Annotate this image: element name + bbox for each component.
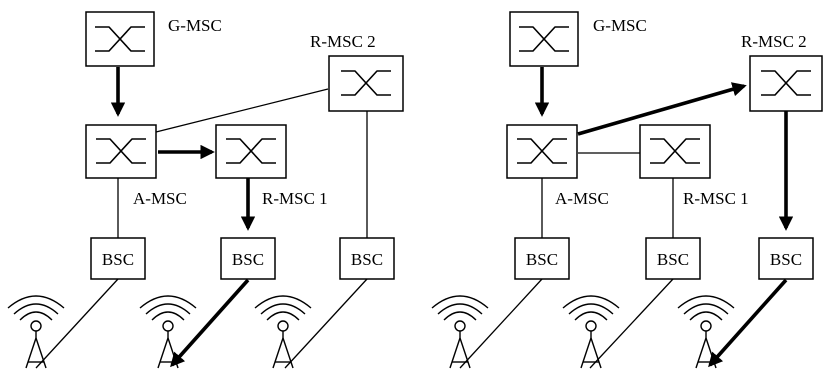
antenna-icon — [431, 295, 489, 369]
link-amsc-rmsc2 — [151, 88, 329, 134]
bsc-label: BSC — [770, 250, 802, 269]
r-msc-2-label: R-MSC 2 — [741, 32, 807, 51]
link-bsc3-cell — [708, 278, 788, 368]
panel-left: G-MSC R-MSC 2 A-MSC R-MSC 1 BSC BSC BSC — [7, 11, 404, 369]
panel-right: G-MSC R-MSC 2 A-MSC R-MSC 1 BSC BSC BSC — [431, 11, 823, 369]
bsc-node: BSC — [758, 237, 814, 280]
link-bsc3-cell — [284, 278, 368, 369]
antenna-icon — [139, 295, 197, 369]
r-msc-1-label: R-MSC 1 — [262, 189, 328, 208]
bsc-node: BSC — [339, 237, 395, 280]
r-msc-2-node — [328, 55, 404, 112]
link-bsc1-cell — [459, 278, 543, 369]
link-amsc-rmsc2 — [577, 82, 747, 136]
r-msc-1-label: R-MSC 1 — [683, 189, 749, 208]
r-msc-1-node — [639, 124, 711, 179]
link-bsc1-cell — [35, 278, 119, 369]
bsc-node: BSC — [220, 237, 276, 280]
r-msc-2-node — [749, 55, 823, 112]
a-msc-label: A-MSC — [133, 189, 187, 208]
link-bsc2-cell — [589, 278, 674, 369]
antenna-icon — [254, 295, 312, 369]
r-msc-1-node — [215, 124, 287, 179]
bsc-label: BSC — [102, 250, 134, 269]
bsc-label: BSC — [351, 250, 383, 269]
g-msc-label: G-MSC — [593, 16, 647, 35]
bsc-node: BSC — [645, 237, 701, 280]
bsc-node: BSC — [514, 237, 570, 280]
a-msc-node — [506, 124, 578, 179]
bsc-label: BSC — [657, 250, 689, 269]
link-bsc2-cell — [170, 278, 250, 368]
a-msc-node — [85, 124, 157, 179]
antenna-icon — [562, 295, 620, 369]
g-msc-node — [509, 11, 579, 67]
antenna-icon — [7, 295, 65, 369]
g-msc-label: G-MSC — [168, 16, 222, 35]
a-msc-label: A-MSC — [555, 189, 609, 208]
bsc-node: BSC — [90, 237, 146, 280]
g-msc-node — [85, 11, 155, 67]
antenna-icon — [677, 295, 735, 369]
bsc-label: BSC — [232, 250, 264, 269]
r-msc-2-label: R-MSC 2 — [310, 32, 376, 51]
bsc-label: BSC — [526, 250, 558, 269]
